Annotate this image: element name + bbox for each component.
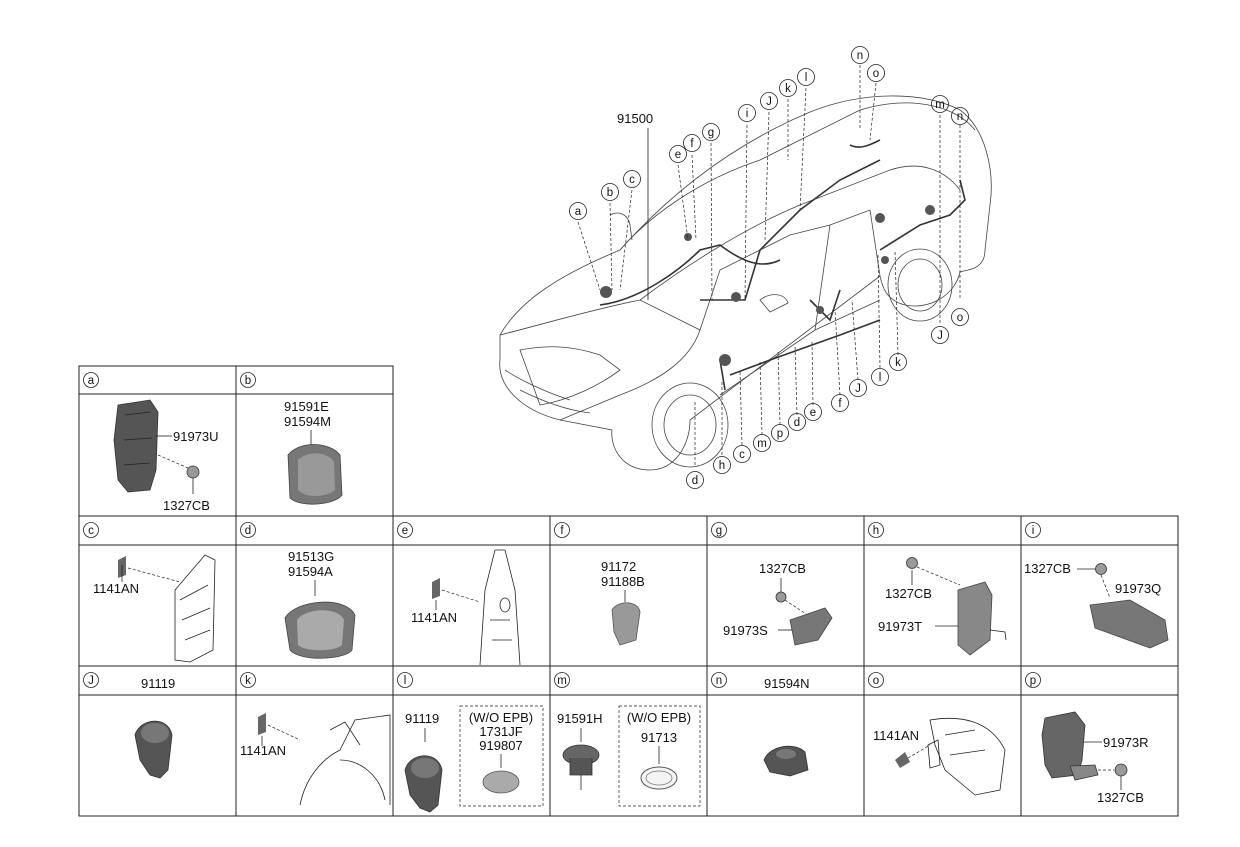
svg-text:1141AN: 1141AN (411, 610, 457, 625)
svg-text:o: o (873, 68, 879, 80)
svg-text:l: l (879, 372, 882, 384)
svg-text:m: m (757, 438, 767, 450)
svg-text:91973T: 91973T (878, 619, 922, 634)
svg-text:91594M: 91594M (284, 414, 331, 429)
svg-text:1327CB: 1327CB (163, 498, 210, 513)
callouts-bottom: h c m p d e f J d (686, 379, 867, 489)
svg-text:91591H: 91591H (557, 711, 603, 726)
cell-p: 91973R 1327CB (1041, 711, 1149, 805)
svg-text:91973U: 91973U (173, 429, 219, 444)
svg-text:k: k (895, 357, 901, 369)
svg-text:f: f (690, 138, 694, 150)
svg-text:e: e (402, 525, 408, 537)
svg-text:J: J (937, 330, 943, 342)
cell-h: 1327CB 91973T (878, 557, 1007, 656)
svg-text:i: i (1032, 525, 1035, 537)
cell-m: 91591H (W/O EPB) 91713 (557, 705, 701, 807)
svg-text:f: f (560, 525, 564, 537)
svg-text:p: p (1030, 675, 1036, 687)
svg-text:J: J (88, 675, 94, 687)
svg-text:n: n (716, 675, 722, 687)
parts-grid (78, 365, 1179, 817)
svg-text:91594A: 91594A (288, 564, 333, 579)
svg-text:h: h (719, 460, 725, 472)
svg-text:91973S: 91973S (723, 623, 768, 638)
svg-text:91713: 91713 (641, 730, 677, 745)
svg-text:k: k (785, 83, 791, 95)
svg-text:b: b (607, 187, 613, 199)
svg-text:d: d (692, 475, 698, 487)
svg-text:d: d (245, 525, 251, 537)
svg-text:n: n (957, 111, 963, 123)
svg-text:91188B: 91188B (601, 574, 645, 589)
svg-text:a: a (88, 375, 95, 387)
svg-text:d: d (794, 417, 800, 429)
cell-k: 1141AN (240, 713, 391, 806)
cell-n (763, 745, 809, 777)
svg-text:1141AN: 1141AN (93, 581, 139, 596)
svg-text:o: o (957, 312, 963, 324)
svg-text:l: l (805, 72, 808, 84)
cell-l: 91119 (W/O EPB) 1731JF 919807 (404, 705, 544, 813)
svg-text:g: g (716, 525, 722, 537)
svg-text:J: J (766, 96, 772, 108)
svg-text:91119: 91119 (405, 711, 439, 726)
svg-text:n: n (857, 50, 863, 62)
cell-i: 1327CB 91973Q (1024, 561, 1169, 649)
cell-a: 91973U 1327CB (113, 399, 219, 513)
svg-text:a: a (575, 206, 582, 218)
svg-text:(W/O EPB): (W/O EPB) (469, 710, 533, 725)
svg-text:1327CB: 1327CB (885, 586, 932, 601)
svg-text:m: m (557, 675, 567, 687)
cell-J (134, 720, 173, 779)
svg-text:k: k (245, 675, 251, 687)
svg-text:m: m (935, 99, 945, 111)
svg-text:e: e (810, 407, 816, 419)
svg-text:91591E: 91591E (284, 399, 329, 414)
svg-text:1327CB: 1327CB (1024, 561, 1071, 576)
main-part-label: 91500 (617, 111, 653, 126)
svg-text:1731JF: 1731JF (479, 724, 522, 739)
svg-text:h: h (873, 525, 879, 537)
svg-text:91513G: 91513G (288, 549, 334, 564)
cell-n-title: 91594N (764, 676, 810, 691)
svg-text:1327CB: 1327CB (759, 561, 806, 576)
svg-text:c: c (739, 449, 745, 461)
svg-text:g: g (708, 127, 714, 139)
svg-text:c: c (629, 174, 635, 186)
callouts-right: o J l k (871, 308, 969, 386)
svg-text:e: e (675, 149, 681, 161)
svg-text:J: J (855, 383, 861, 395)
cell-g: 1327CB 91973S (723, 561, 833, 646)
svg-text:1327CB: 1327CB (1097, 790, 1144, 805)
callouts-top: a b c e f g i J k l n o m n (569, 46, 969, 220)
svg-text:b: b (245, 375, 251, 387)
cell-e: 1141AN (411, 549, 521, 666)
cell-f: 91172 91188B (601, 559, 645, 646)
svg-text:o: o (873, 675, 879, 687)
cell-headers: a b c d e f g h i J k l m n o p (83, 372, 1041, 688)
svg-text:1141AN: 1141AN (240, 743, 286, 758)
callout-leaders (577, 65, 961, 465)
svg-text:(W/O EPB): (W/O EPB) (627, 710, 691, 725)
svg-text:91172: 91172 (601, 559, 636, 574)
cell-b: 91591E 91594M (284, 399, 343, 505)
svg-text:p: p (777, 428, 783, 440)
svg-text:f: f (838, 398, 842, 410)
cell-c: 1141AN (93, 554, 216, 663)
svg-text:91973Q: 91973Q (1115, 581, 1161, 596)
svg-text:i: i (746, 108, 749, 120)
cell-J-title: 91119 (141, 676, 175, 691)
car-illustration (499, 95, 992, 471)
svg-text:l: l (404, 675, 407, 687)
svg-text:919807: 919807 (479, 738, 522, 753)
cell-o: 1141AN (873, 717, 1006, 796)
svg-text:1141AN: 1141AN (873, 728, 919, 743)
cell-d: 91513G 91594A (284, 549, 356, 659)
svg-text:91973R: 91973R (1103, 735, 1149, 750)
svg-text:c: c (88, 525, 94, 537)
